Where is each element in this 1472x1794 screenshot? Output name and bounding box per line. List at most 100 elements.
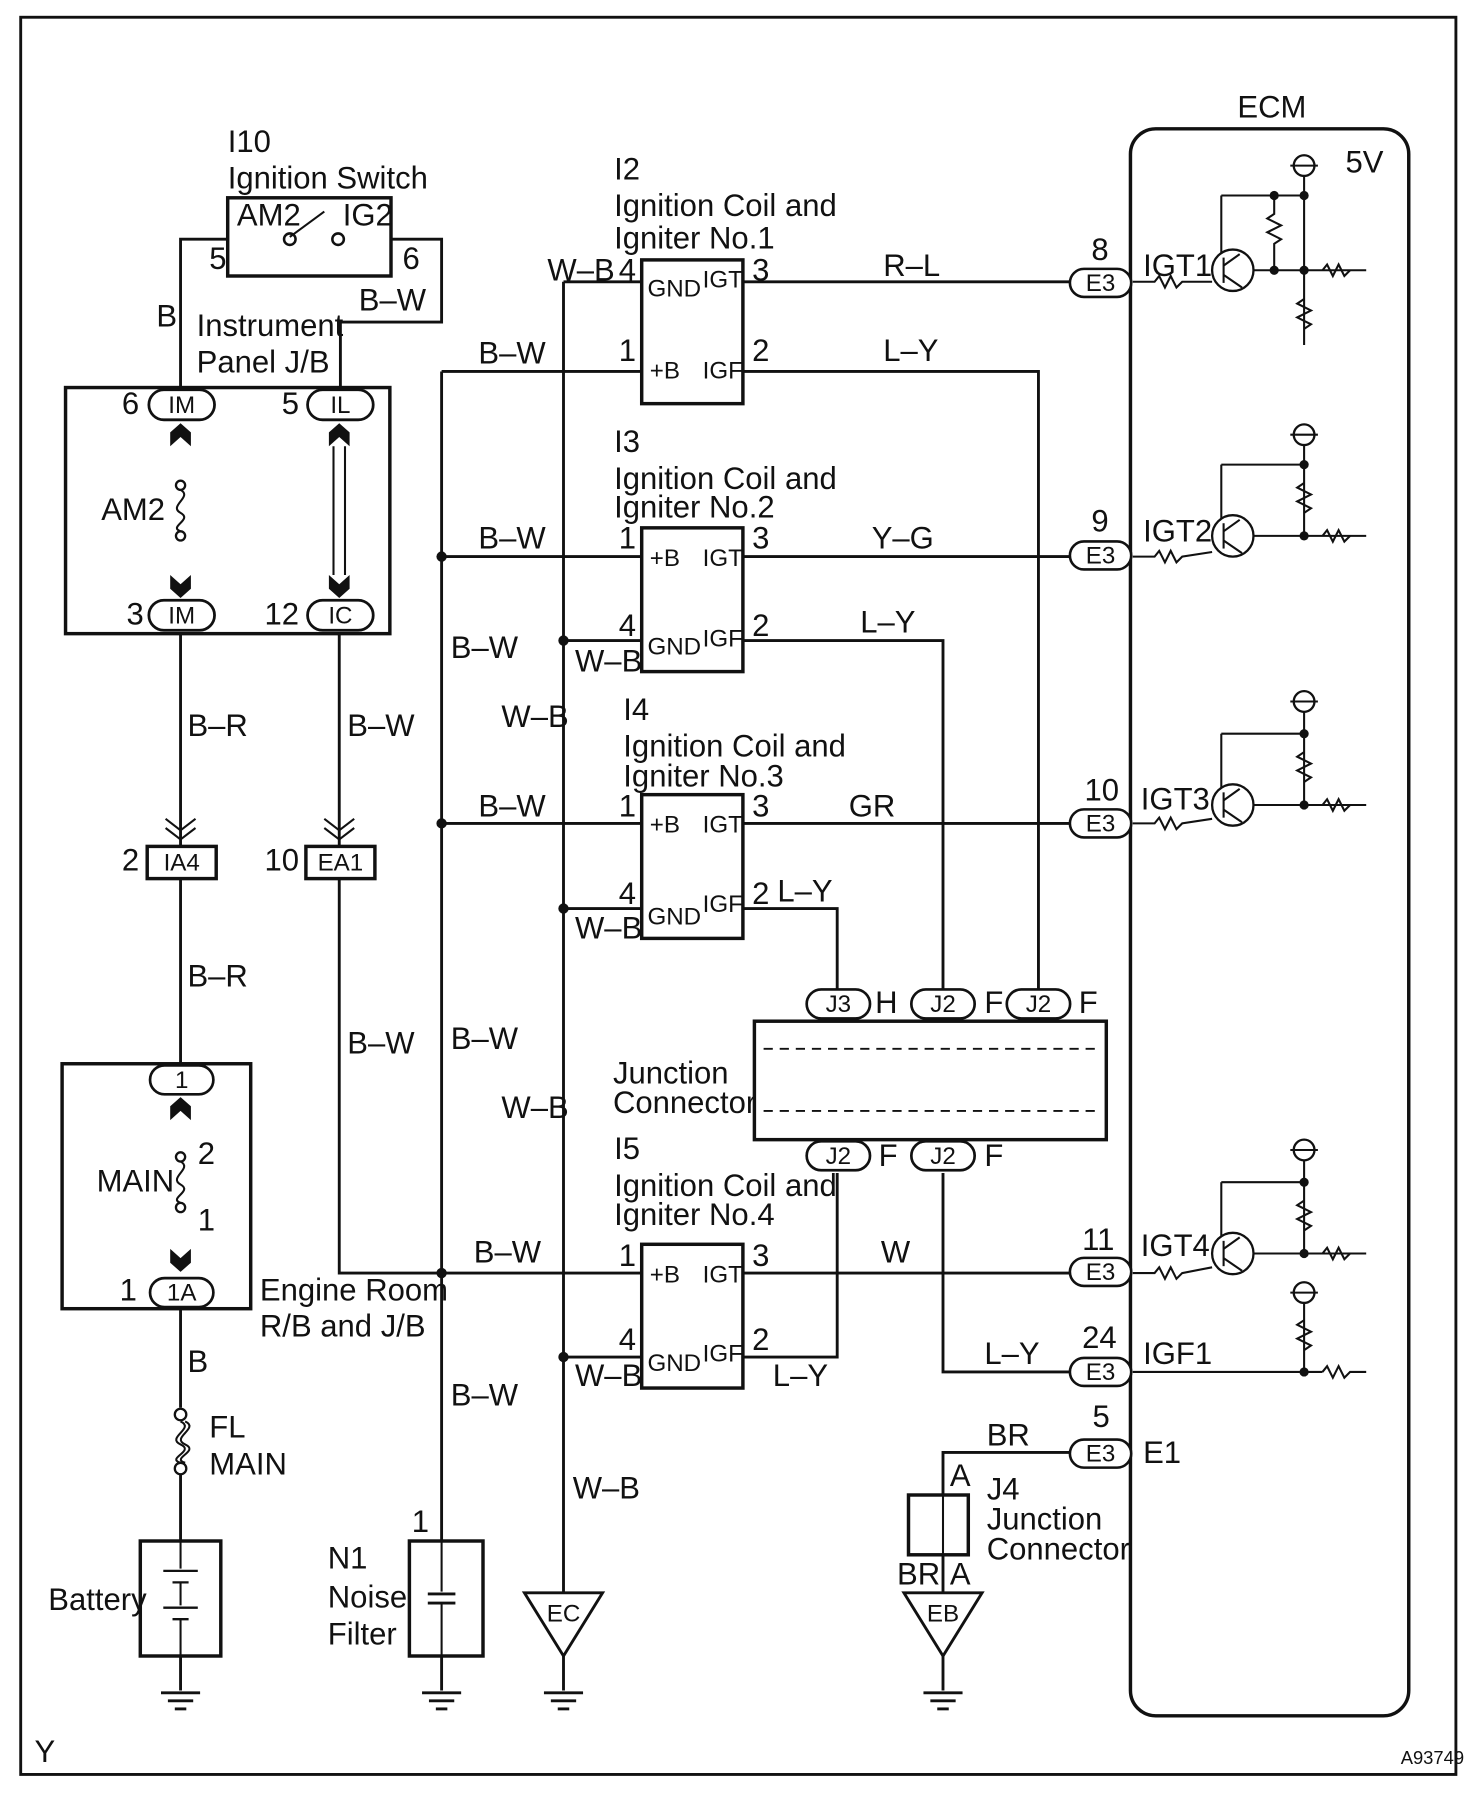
ecm-box [1128,127,1411,1718]
engine-room-top-conn: 1 [175,1067,188,1094]
wire-label: B–W [478,789,546,824]
wire-label: W–B [575,644,642,679]
ecm-pin-label: IGT1 [1143,248,1212,283]
ecm-pin-igt3: E3 10 IGT3 [1068,772,1210,839]
junction-connector-label-1: Junction [613,1055,729,1090]
coil-pin-number: 2 [752,1322,769,1357]
wire-label-br-2: B–R [187,959,247,994]
ground-icon [923,1691,963,1711]
diagram-frame [19,15,1458,1776]
ecm-pin-num: 8 [1091,232,1108,267]
ecm-pin-label: IGT3 [1141,782,1210,817]
junction-pin: J2 [1026,991,1052,1018]
connector-ea1-pin: 10 [265,843,300,878]
ecm-pin-label: E1 [1143,1435,1181,1470]
wire-label: BR [897,1557,940,1592]
wire-label: L–Y [777,874,833,909]
coil-pin-label: IGF [703,357,743,384]
wire-label: L–Y [860,605,916,640]
ignition-switch-box [225,196,393,278]
wire-label: B–W [451,630,519,665]
ground-symbols: EC EB [161,1591,985,1711]
coil-pin-label: IGF [703,625,743,652]
junction-pin: J2 [930,991,955,1018]
wire-label: W–B [501,699,568,734]
junction-connector: Junction Connector J3 H J2 F J2 F J2 F J… [613,985,1109,1173]
ecm-5v: 5V [1346,145,1384,180]
coil-pin-label: +B [650,357,680,384]
ground-eb-label: EB [927,1601,959,1628]
coil-pin-number: 1 [619,789,636,824]
battery-label: Battery [48,1582,147,1617]
coil-pin-number: 1 [619,333,636,368]
footer-figure-id: A93749 [1401,1747,1464,1768]
wire-label: W–B [573,1470,640,1505]
wire-label-bw-1: B–W [347,708,415,743]
wire-label: W–B [547,253,614,288]
coil-pin-number: 4 [619,608,636,643]
coil-pin-number: 3 [752,1238,769,1273]
engine-room-fuse-main: MAIN [97,1163,175,1198]
wire-label: W [881,1235,911,1270]
coil-3-label-2: Igniter No.3 [623,759,784,794]
j4-junction-connector: A A J4 Junction Connector [906,1458,1130,1592]
connector-ia4-pin: 2 [122,843,139,878]
ecm-igt4-circuit [1132,1138,1367,1282]
wire-label: Y–G [872,521,934,556]
ignition-switch-am2: AM2 [237,197,301,232]
coil-pin-number: 1 [619,1238,636,1273]
engine-room-bot-conn: 1A [167,1280,197,1307]
ignition-switch-pin-5: 5 [209,241,226,276]
fl-main-label-1: FL [209,1410,245,1445]
coil-4-code: I5 [614,1131,640,1166]
coil-pin-label: IGF [703,891,743,918]
coil-1-code: I2 [614,151,640,186]
coil-3-label-1: Ignition Coil and [623,729,846,764]
j4-label-2: Connector [987,1531,1130,1566]
instrument-jb-im-bot-pin: 3 [127,596,144,631]
ecm-pin-igf1: E3 24 IGF1 [1068,1320,1212,1388]
coil-pin-label: GND [647,276,701,303]
ignition-coil-4: I5 Ignition Coil and Igniter No.4 +B IGT… [614,1131,837,1390]
connector-ea1: EA1 [318,850,364,877]
coil-pin-label: +B [650,1261,680,1288]
wire-label: W–B [575,1358,642,1393]
wire-label: B–W [451,1377,519,1412]
ignition-switch: I10 Ignition Switch AM2 IG2 5 6 [209,124,428,278]
engine-room-fuse-pin-2: 2 [198,1136,215,1171]
bus-wire-labels: B–W B–W B–W B–W B–W B–W B–W W–B W–B W–B … [451,253,642,1506]
j4-pin-a: A [950,1557,971,1592]
ground-icon [161,1691,201,1711]
coil-pin-label: IGT [703,545,743,572]
ecm-pin-label: IGF1 [1143,1336,1212,1371]
coil-pin-number: 4 [619,876,636,911]
wire-label: L–Y [883,333,939,368]
wire-label: B–W [478,335,546,370]
instrument-jb-im-top-pin: 6 [122,386,139,421]
ignition-coil-1: I2 Ignition Coil and Igniter No.1 GND IG… [614,151,837,406]
fl-main-label-2: MAIN [209,1446,287,1481]
ecm-pin-num: 10 [1084,772,1119,807]
coil-4-label-2: Igniter No.4 [614,1197,775,1232]
noise-filter-label-1: Noise [328,1580,407,1615]
connector-ia4: IA4 [164,850,200,877]
j4-pin-a: A [950,1458,971,1493]
instrument-jb-ic-pin: 12 [265,596,300,631]
wire-label: BR [987,1418,1030,1453]
wire-label: B–W [451,1021,519,1056]
instrument-jb-name-1: Instrument [197,308,344,343]
wire-label-bw-2: B–W [347,1025,415,1060]
ecm-pin-igt2: E3 9 IGT2 [1068,503,1212,571]
footer-left-code: Y [35,1734,56,1769]
ecm-pin-num: 9 [1091,503,1108,538]
coil-pin-number: 1 [619,521,636,556]
junction-pin-letter: F [879,1138,898,1173]
ignition-coil-3: I4 Ignition Coil and Igniter No.3 +B IGT… [619,692,846,941]
instrument-jb-im-top: IM [168,392,195,419]
wire-label: B–W [474,1235,542,1270]
instrument-jb-im-bot: IM [168,602,195,629]
wire-label: L–Y [984,1336,1040,1371]
wire-label-b-bottom: B [187,1344,208,1379]
noise-filter-label-2: Filter [328,1617,397,1652]
coil-pin-label: GND [647,1350,701,1377]
